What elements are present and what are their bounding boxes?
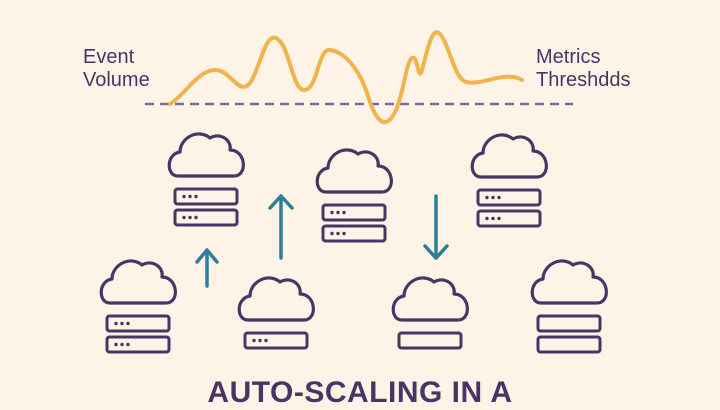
event-volume-wave bbox=[168, 30, 524, 124]
rack-led bbox=[114, 321, 118, 326]
rack-led bbox=[126, 342, 130, 347]
metrics-thresholds-label-line: Metrics bbox=[536, 46, 601, 68]
cloud-server-icon bbox=[315, 148, 393, 243]
rack-led bbox=[182, 215, 186, 220]
rack-led bbox=[342, 210, 346, 215]
server-rack bbox=[321, 224, 387, 243]
rack-led bbox=[126, 321, 130, 326]
diagram-title: AUTO-SCALING IN A bbox=[207, 376, 513, 409]
event-volume-label-line: Event bbox=[83, 46, 135, 68]
rack-led bbox=[194, 194, 198, 199]
cloud-server-icon bbox=[237, 276, 315, 350]
rack-led bbox=[336, 231, 340, 236]
rack-led bbox=[330, 231, 334, 236]
arrow-up-icon bbox=[195, 248, 219, 288]
cloud-shape bbox=[99, 259, 177, 305]
rack-led bbox=[188, 194, 192, 199]
cloud-shape bbox=[167, 132, 245, 178]
rack-led bbox=[342, 231, 346, 236]
server-rack bbox=[243, 331, 309, 350]
rack-led bbox=[491, 195, 495, 200]
rack-led bbox=[182, 194, 186, 199]
arrow-up-icon bbox=[268, 194, 294, 260]
server-rack bbox=[476, 209, 542, 228]
server-rack bbox=[173, 187, 239, 206]
cloud-shape bbox=[315, 148, 393, 194]
server-rack bbox=[536, 314, 602, 333]
cloud-shape bbox=[470, 133, 548, 179]
rack-led bbox=[114, 342, 118, 347]
server-rack bbox=[105, 314, 171, 333]
rack-led bbox=[330, 210, 334, 215]
cloud-shape bbox=[530, 259, 608, 305]
server-rack bbox=[173, 208, 239, 227]
rack-led bbox=[258, 338, 262, 343]
rack-led bbox=[485, 195, 489, 200]
server-rack bbox=[536, 335, 602, 354]
metrics-thresholds-label: Metrics Threshdds bbox=[536, 46, 631, 92]
rack-led bbox=[252, 338, 256, 343]
server-rack bbox=[321, 203, 387, 222]
server-rack bbox=[105, 335, 171, 354]
rack-led bbox=[264, 338, 268, 343]
cloud-server-icon bbox=[167, 132, 245, 227]
metrics-thresholds-label-line: Threshdds bbox=[536, 69, 631, 91]
rack-led bbox=[491, 216, 495, 221]
rack-led bbox=[497, 216, 501, 221]
rack-led bbox=[120, 321, 124, 326]
rack-led bbox=[188, 215, 192, 220]
event-volume-label: Event Volume bbox=[83, 46, 150, 92]
rack-led bbox=[120, 342, 124, 347]
cloud-shape bbox=[391, 276, 469, 322]
rack-led bbox=[485, 216, 489, 221]
rack-led bbox=[194, 215, 198, 220]
server-rack bbox=[397, 331, 463, 350]
cloud-server-icon bbox=[530, 259, 608, 354]
event-volume-label-line: Volume bbox=[83, 69, 150, 91]
arrow-down-icon bbox=[423, 194, 449, 260]
cloud-server-icon bbox=[391, 276, 469, 350]
cloud-server-icon bbox=[470, 133, 548, 228]
cloud-server-icon bbox=[99, 259, 177, 354]
cloud-shape bbox=[237, 276, 315, 322]
rack-led bbox=[497, 195, 501, 200]
rack-led bbox=[336, 210, 340, 215]
server-rack bbox=[476, 188, 542, 207]
